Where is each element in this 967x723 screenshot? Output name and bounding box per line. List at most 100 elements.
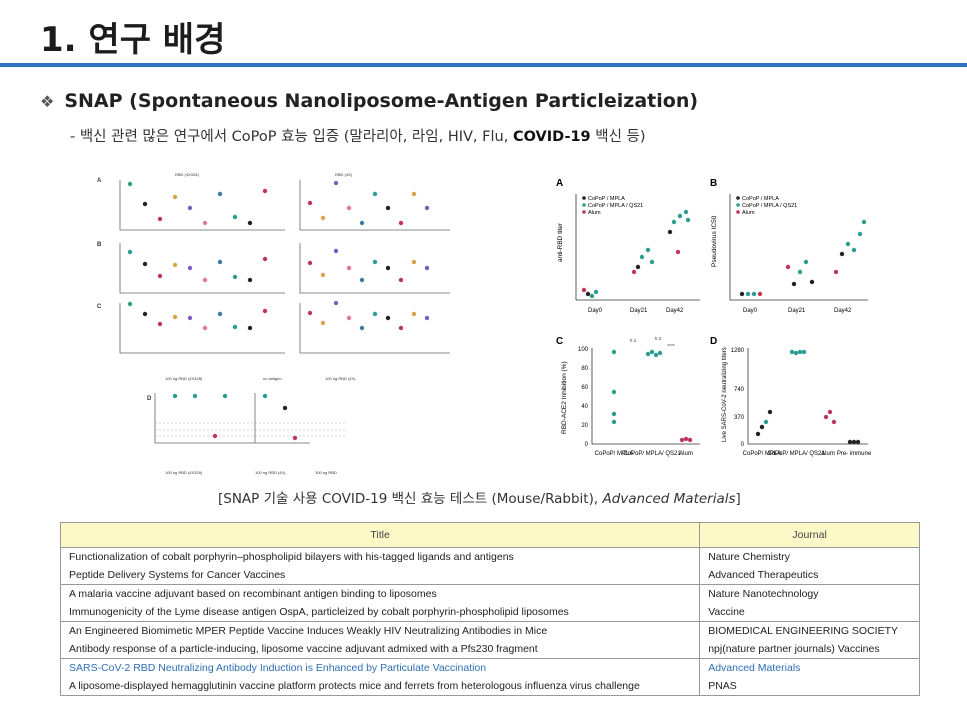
header-title: Title bbox=[59, 522, 701, 548]
panel-B-dot bbox=[797, 269, 803, 275]
panel-D-ytick-0: 0 bbox=[741, 442, 745, 448]
row-journal: Vaccine bbox=[699, 603, 920, 622]
left-dot bbox=[247, 277, 253, 283]
row-journal: Advanced Materials bbox=[699, 658, 920, 677]
subline-prefix: - 백신 관련 많은 연구에서 CoPoP 효능 입증 (말라리아, 라임, H… bbox=[70, 129, 513, 145]
header-right: RBD (4X) bbox=[335, 172, 353, 177]
panel-C-sig-0: n.s bbox=[630, 338, 637, 344]
panel-A-dot bbox=[589, 293, 595, 299]
left-dot bbox=[172, 194, 178, 200]
left-dot bbox=[247, 325, 253, 331]
left-dot bbox=[320, 272, 326, 278]
left-d-dot bbox=[192, 393, 198, 399]
left-d-dot bbox=[172, 393, 178, 399]
panel-D-x3: Pre- immune bbox=[837, 451, 872, 457]
table-row: Antibody response of a particle-inducing… bbox=[59, 640, 920, 659]
panel-D-ytick-2: 740 bbox=[734, 387, 745, 393]
slide-title: 1. 연구 배경 bbox=[40, 20, 226, 60]
panel-B-dot bbox=[861, 219, 867, 225]
panel-D-label: D bbox=[710, 336, 717, 347]
row-journal: Nature Nanotechnology bbox=[699, 584, 920, 603]
panel-A-dot bbox=[585, 291, 591, 297]
panel-D-dot bbox=[759, 424, 765, 430]
panel-D-dot bbox=[831, 419, 837, 425]
panel-label-B: B bbox=[97, 242, 102, 248]
left-dot bbox=[172, 262, 178, 268]
panel-D-yticks: 0 370 740 1280 bbox=[731, 348, 745, 448]
left-d-dot bbox=[212, 433, 218, 439]
legend-dot-alum bbox=[582, 210, 586, 214]
left-dot bbox=[127, 249, 133, 255]
panel-B-dot bbox=[851, 247, 857, 253]
left-dot bbox=[157, 321, 163, 327]
left-dot bbox=[232, 274, 238, 280]
table-row: Peptide Delivery Systems for Cancer Vacc… bbox=[59, 566, 920, 585]
left-dot bbox=[398, 220, 404, 226]
row-title: An Engineered Biomimetic MPER Peptide Va… bbox=[59, 621, 701, 640]
left-dot bbox=[372, 311, 378, 317]
panel-A-dot bbox=[639, 254, 645, 260]
panel-B-dot bbox=[791, 281, 797, 287]
panel-B-axis bbox=[729, 194, 868, 301]
panel-A-dot bbox=[645, 247, 651, 253]
panel-D-dot bbox=[855, 439, 861, 445]
panel-A-legend: CoPoP / MPLA CoPoP / MPLA / QS21 Alum bbox=[582, 196, 643, 216]
panel-label-C: C bbox=[97, 304, 102, 310]
panel-D-ytick-1: 370 bbox=[734, 415, 745, 421]
subline-suffix: 백신 등) bbox=[590, 129, 646, 145]
d-dashed-lines bbox=[155, 422, 345, 437]
footer-3: no antigen bbox=[263, 376, 282, 381]
left-dot bbox=[359, 220, 365, 226]
panel-B-dot bbox=[745, 291, 751, 297]
left-d-dot bbox=[292, 435, 298, 441]
left-dot bbox=[127, 301, 133, 307]
left-d-dot bbox=[222, 393, 228, 399]
panel-B-legend: CoPoP / MPLA CoPoP / MPLA / QS21 Alum bbox=[736, 196, 797, 216]
panel-A-label: A bbox=[556, 178, 563, 189]
panel-A-x1: Day21 bbox=[630, 308, 648, 314]
panel-C-sig-1: n.s bbox=[655, 336, 662, 342]
panel-C-dot bbox=[611, 349, 617, 355]
panel-D-ylabel: Live SARS-CoV-2 neutralizing titers bbox=[722, 347, 728, 442]
left-dot bbox=[385, 265, 391, 271]
left-dot bbox=[424, 315, 430, 321]
left-dot bbox=[346, 265, 352, 271]
panel-D-x1: CoPoP/ MPLA/ QS21 bbox=[767, 451, 825, 457]
left-dot bbox=[187, 315, 193, 321]
row-journal: Advanced Therapeutics bbox=[699, 566, 920, 585]
panel-A-x0: Day0 bbox=[588, 308, 603, 314]
left-dot bbox=[385, 315, 391, 321]
panel-D-dot bbox=[789, 349, 795, 355]
d-footer-3: 100 ng RBD bbox=[315, 470, 337, 475]
left-dot bbox=[333, 248, 339, 254]
legend-A-1: CoPoP / MPLA / QS21 bbox=[588, 203, 643, 209]
panel-B-x1: Day21 bbox=[788, 308, 806, 314]
panel-C-dot bbox=[683, 436, 689, 442]
panel-C-yticks: 0 20 40 60 80 100 bbox=[578, 347, 589, 448]
panel-A-axis bbox=[575, 194, 700, 301]
panel-C-dot bbox=[653, 352, 659, 358]
left-dot bbox=[359, 277, 365, 283]
panel-B-dot bbox=[833, 269, 839, 275]
subline-bold: COVID-19 bbox=[512, 129, 591, 145]
panel-A-dot bbox=[671, 219, 677, 225]
figure-left-svg: A B C D RBD (4X328) RBD (4X) 100 ng RBD … bbox=[97, 172, 450, 475]
panel-C-label: C bbox=[556, 336, 563, 347]
figure-left: A B C D RBD (4X328) RBD (4X) 100 ng RBD … bbox=[95, 168, 455, 480]
panel-C-dot bbox=[687, 437, 693, 443]
panel-C-dot bbox=[679, 437, 685, 443]
left-dot bbox=[247, 220, 253, 226]
panel-C-x1: CoPoP/ MPLA/ QS21 bbox=[623, 451, 681, 457]
panel-B-ylabel: Pseudovirus IC50 bbox=[711, 215, 718, 267]
row-title: A malaria vaccine adjuvant based on reco… bbox=[59, 584, 701, 603]
left-d-dot bbox=[282, 405, 288, 411]
publications-table: Title Journal Functionalization of cobal… bbox=[59, 522, 920, 696]
left-dot bbox=[398, 325, 404, 331]
panel-C-x0: CoPoP/ MPLA bbox=[595, 451, 634, 457]
left-dot bbox=[411, 191, 417, 197]
panel-D-dot bbox=[755, 431, 761, 437]
row-title: Peptide Delivery Systems for Cancer Vacc… bbox=[59, 566, 701, 585]
panel-B-dot bbox=[803, 259, 809, 265]
legend-A-0: CoPoP / MPLA bbox=[588, 196, 625, 202]
heading-text: SNAP (Spontaneous Nanoliposome-Antigen P… bbox=[64, 90, 699, 112]
